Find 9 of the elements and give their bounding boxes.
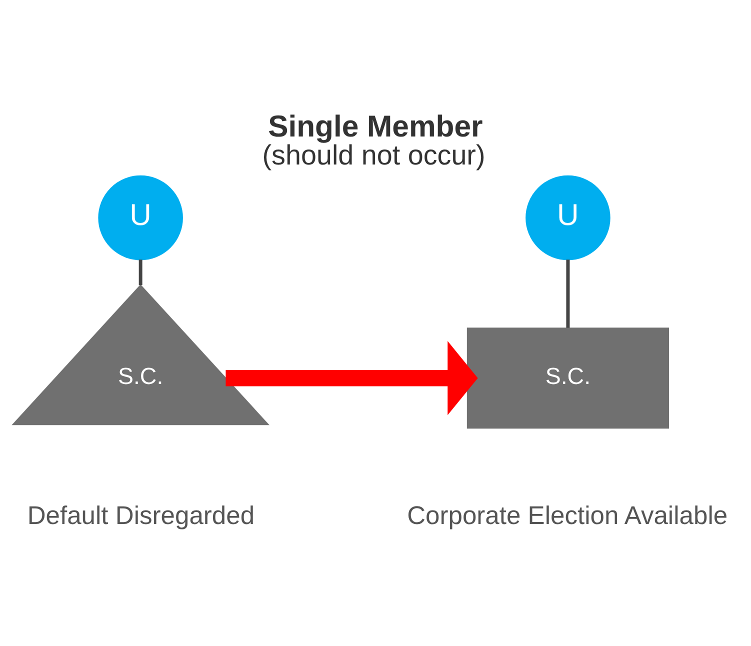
connector [138, 259, 142, 285]
node-label: Default Disregarded [27, 501, 255, 530]
connector [566, 259, 570, 328]
arrow [226, 340, 478, 415]
node-circle: U [98, 174, 183, 260]
node-label: Corporate Election Available [407, 501, 728, 530]
node-box: S.C. [466, 327, 669, 428]
diagram-title: Single Member [268, 110, 483, 143]
node-circle: U [526, 174, 610, 260]
